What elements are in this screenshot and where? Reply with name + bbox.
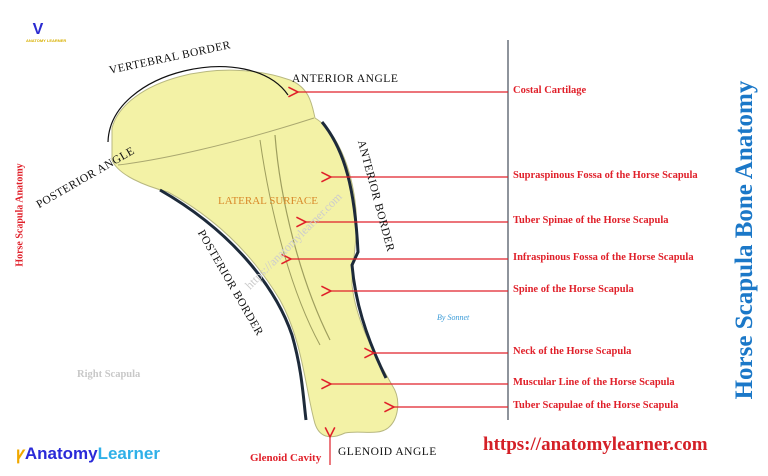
side-title: Horse Scapula Anatomy	[14, 163, 26, 267]
logo-v-icon: V	[32, 21, 44, 38]
callout-label: Spine of the Horse Scapula	[513, 284, 634, 295]
anatomylearner-logo: ꝩAnatomyLearner	[16, 441, 160, 464]
callout-label: Costal Cartilage	[513, 85, 587, 96]
posterior-border-line	[159, 188, 308, 421]
credit-by: By	[437, 313, 446, 322]
callout-label: Supraspinous Fossa of the Horse Scapula	[513, 170, 698, 181]
small-logo-text: ANATOMY LEARNER	[26, 38, 67, 43]
scapula-bone	[111, 69, 399, 438]
small-logo: V ANATOMY LEARNER	[26, 21, 67, 44]
label-glenoid-angle: GLENOID ANGLE	[338, 446, 437, 458]
callout-label: Tuber Spinae of the Horse Scapula	[513, 215, 669, 226]
credit-name: Sonnet	[447, 313, 470, 322]
label-anterior-angle: ANTERIOR ANGLE	[292, 73, 399, 85]
vertebral-border-line	[107, 66, 289, 143]
logo-part1: Anatomy	[24, 444, 98, 463]
page-title: Horse Scapula Bone Anatomy	[731, 80, 758, 400]
label-lateral-surface: LATERAL SURFACE	[218, 195, 318, 207]
site-url[interactable]: https://anatomylearner.com	[483, 434, 708, 455]
callout-label: Tuber Scapulae of the Horse Scapula	[513, 400, 679, 411]
anterior-border-line	[320, 121, 388, 379]
callout-label: Infraspinous Fossa of the Horse Scapula	[513, 252, 694, 263]
logo-part2: Learner	[97, 444, 160, 463]
callout-label: Neck of the Horse Scapula	[513, 346, 632, 357]
credit: By Sonnet	[437, 313, 469, 322]
logo-figure-icon: ꝩ	[16, 444, 25, 463]
callout-label: Muscular Line of the Horse Scapula	[513, 377, 675, 388]
label-glenoid-cavity: Glenoid Cavity	[250, 452, 322, 464]
right-scapula-label: Right Scapula	[77, 369, 141, 380]
